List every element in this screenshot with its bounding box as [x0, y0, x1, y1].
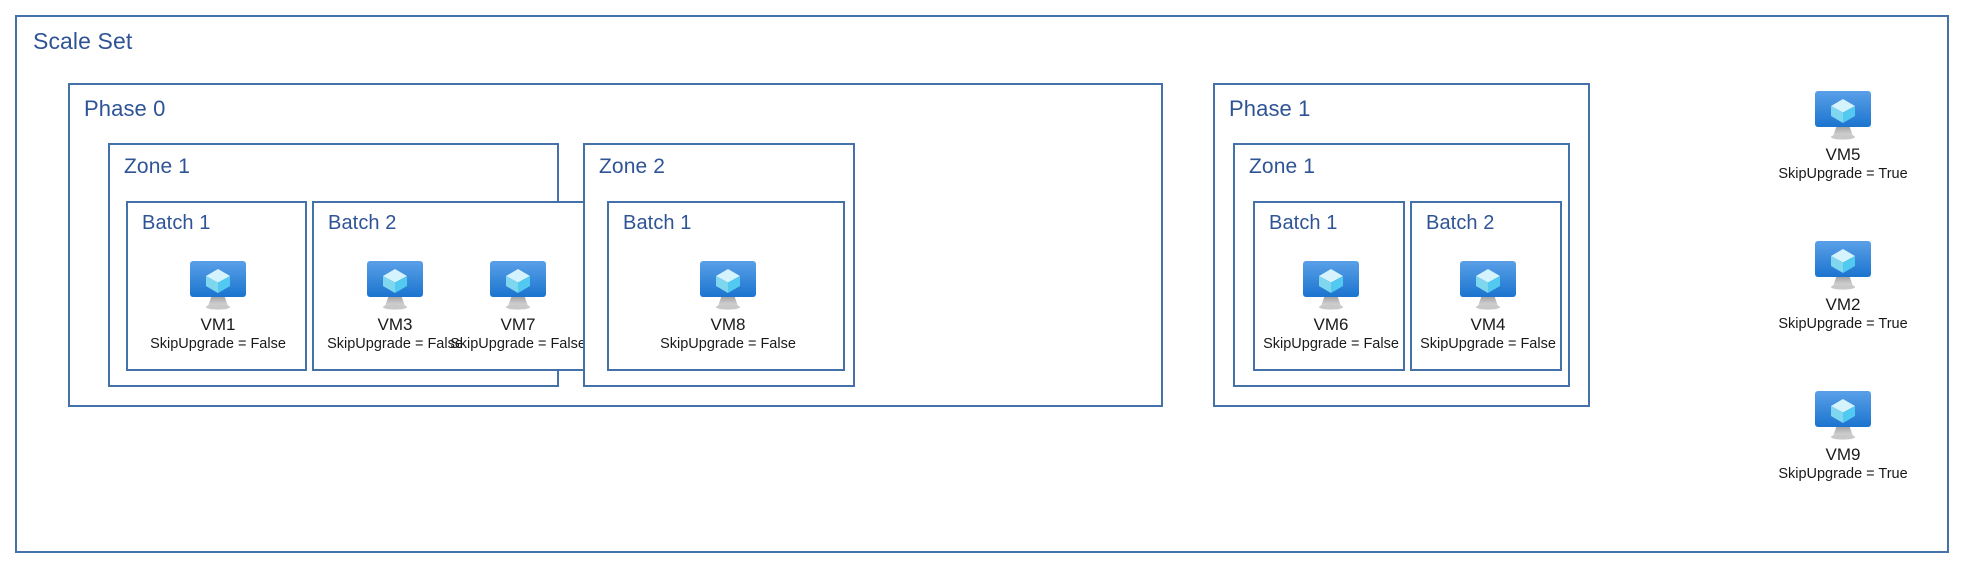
phase-0-title: Phase 0	[84, 96, 166, 121]
vm-label: VM3	[377, 315, 413, 334]
vm-property: SkipUpgrade = True	[1778, 466, 1908, 482]
vm-node-vm4[interactable]: VM4 SkipUpgrade = False	[1413, 255, 1563, 354]
phase-0-zone-2-container: Zone 2 Batch 1	[583, 143, 855, 387]
phase-0-zone-1-batch-2-title: Batch 2	[328, 212, 397, 234]
vm-label: VM4	[1470, 315, 1506, 334]
phase-1-zone-1-batch-1-container: Batch 1 VM6	[1253, 201, 1405, 371]
phase-0-zone-2-title: Zone 2	[599, 155, 665, 178]
phase-1-title: Phase 1	[1229, 96, 1311, 121]
virtual-machine-icon	[364, 255, 426, 317]
phase-0-zone-2-batch-1-title: Batch 1	[623, 212, 692, 234]
vm-label: VM8	[710, 315, 746, 334]
vm-property: SkipUpgrade = False	[660, 336, 796, 352]
phase-0-zone-1-container: Zone 1 Batch 1	[108, 143, 597, 387]
vm-property: SkipUpgrade = False	[1263, 336, 1399, 352]
vm-property: SkipUpgrade = False	[450, 336, 586, 352]
vm-property: SkipUpgrade = True	[1778, 316, 1908, 332]
vm-property: SkipUpgrade = False	[1420, 336, 1556, 352]
virtual-machine-icon	[187, 255, 249, 317]
vm-property: SkipUpgrade = False	[150, 336, 286, 352]
virtual-machine-icon	[1812, 85, 1874, 147]
phase-0-zone-1-title: Zone 1	[124, 155, 190, 178]
vm-property: SkipUpgrade = False	[327, 336, 463, 352]
phase-1-container: Phase 1 Zone 1 Batch 1	[1213, 83, 1590, 407]
phase-0-zone-1-batch-1-container: Batch 1	[126, 201, 307, 371]
virtual-machine-icon	[1812, 235, 1874, 297]
scale-set-container: Scale Set Phase 0 Zone 1 Batch 1	[15, 15, 1949, 553]
virtual-machine-icon	[697, 255, 759, 317]
scale-set-title: Scale Set	[33, 28, 133, 54]
vm-label: VM6	[1313, 315, 1349, 334]
vm-node-vm2[interactable]: VM2 SkipUpgrade = True	[1768, 235, 1918, 334]
vm-label: VM9	[1825, 445, 1861, 464]
phase-0-zone-2-batch-1-container: Batch 1 VM8	[607, 201, 845, 371]
vm-property: SkipUpgrade = True	[1778, 166, 1908, 182]
phase-1-zone-1-batch-2-container: Batch 2 VM4	[1410, 201, 1562, 371]
virtual-machine-icon	[1812, 385, 1874, 447]
phase-0-zone-1-batch-2-container: Batch 2 VM3	[312, 201, 597, 371]
vm-label: VM7	[500, 315, 536, 334]
vm-node-vm7[interactable]: VM7 SkipUpgrade = False	[443, 255, 593, 354]
vm-node-vm1[interactable]: VM1 SkipUpgrade = False	[143, 255, 293, 354]
phase-1-zone-1-batch-2-title: Batch 2	[1426, 212, 1495, 234]
virtual-machine-icon	[487, 255, 549, 317]
phase-0-zone-1-batch-1-title: Batch 1	[142, 212, 211, 234]
vm-label: VM5	[1825, 145, 1861, 164]
vm-label: VM1	[200, 315, 236, 334]
phase-1-zone-1-batch-1-title: Batch 1	[1269, 212, 1338, 234]
virtual-machine-icon	[1300, 255, 1362, 317]
vm-node-vm8[interactable]: VM8 SkipUpgrade = False	[653, 255, 803, 354]
vm-node-vm6[interactable]: VM6 SkipUpgrade = False	[1256, 255, 1406, 354]
vm-node-vm9[interactable]: VM9 SkipUpgrade = True	[1768, 385, 1918, 484]
phase-0-container: Phase 0 Zone 1 Batch 1	[68, 83, 1163, 407]
vm-node-vm5[interactable]: VM5 SkipUpgrade = True	[1768, 85, 1918, 184]
phase-1-zone-1-container: Zone 1 Batch 1	[1233, 143, 1570, 387]
virtual-machine-icon	[1457, 255, 1519, 317]
vm-node-vm3[interactable]: VM3 SkipUpgrade = False	[320, 255, 470, 354]
vm-label: VM2	[1825, 295, 1861, 314]
phase-1-zone-1-title: Zone 1	[1249, 155, 1315, 178]
